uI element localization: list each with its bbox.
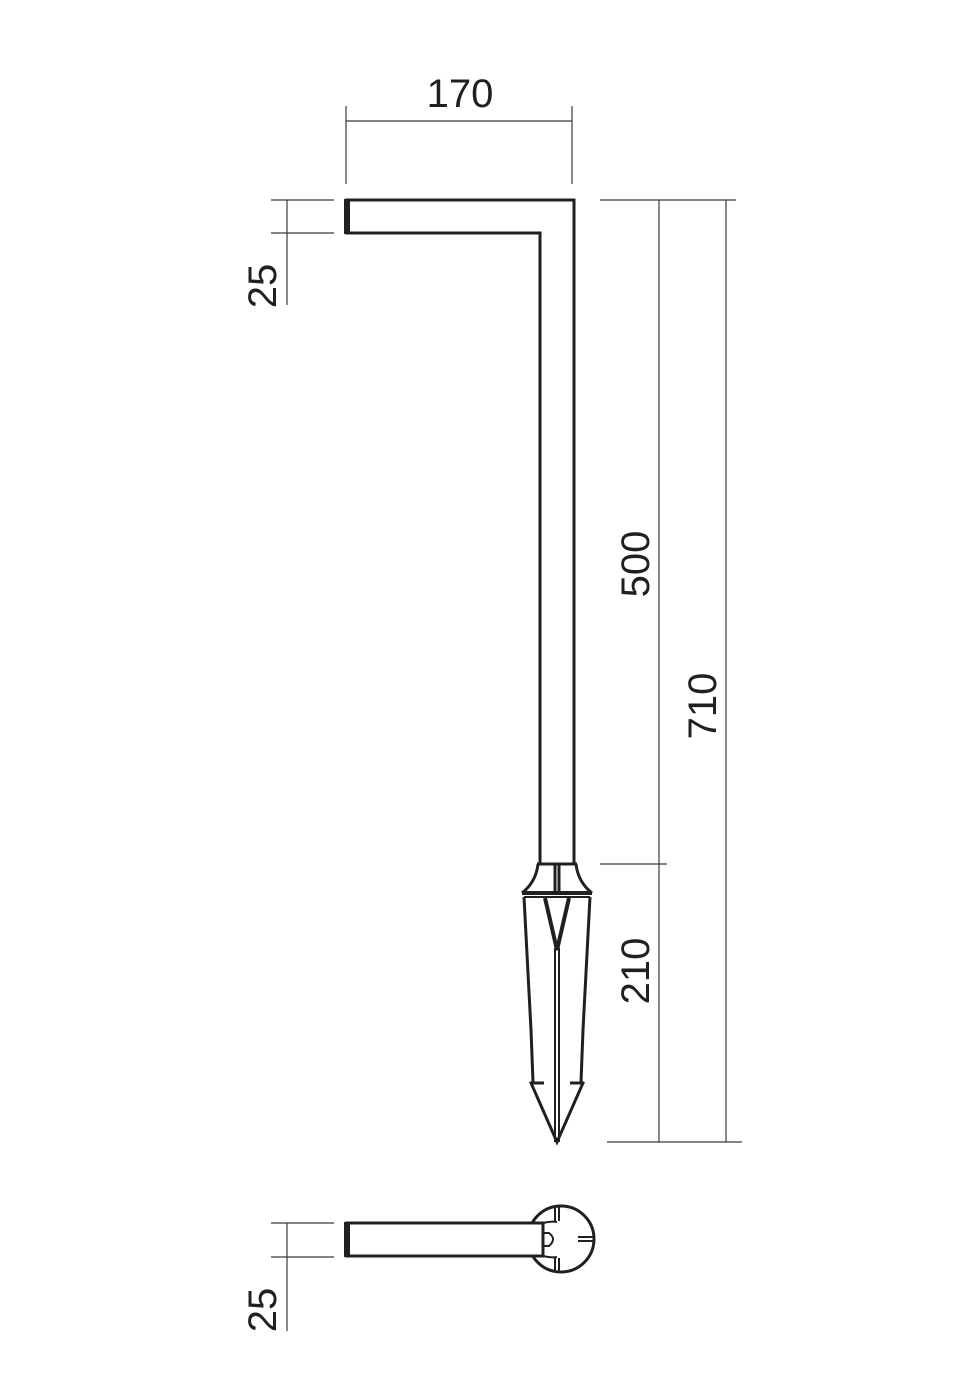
dimension-arm-width (345, 106, 573, 184)
dimension-label-arm-thickness-front: 25 (241, 264, 285, 309)
ground-spike (521, 862, 593, 1146)
dimension-label-pole-height: 500 (614, 531, 658, 598)
dimension-label-total-height: 710 (681, 673, 725, 740)
dimension-label-arm-width: 170 (427, 72, 494, 116)
dimension-label-spike-height: 210 (614, 938, 658, 1005)
dimension-label-arm-thickness-top: 25 (241, 1288, 285, 1333)
dimension-arm-thickness-top (271, 1222, 334, 1331)
lamp-arm-and-pole (344, 198, 576, 866)
dimension-heights (600, 199, 742, 1143)
lamp-arm-top (344, 1204, 596, 1274)
dimension-arm-thickness-front (271, 199, 334, 305)
front-view: 170 25 500 210 710 (241, 72, 742, 1146)
top-view: 25 (241, 1204, 596, 1333)
